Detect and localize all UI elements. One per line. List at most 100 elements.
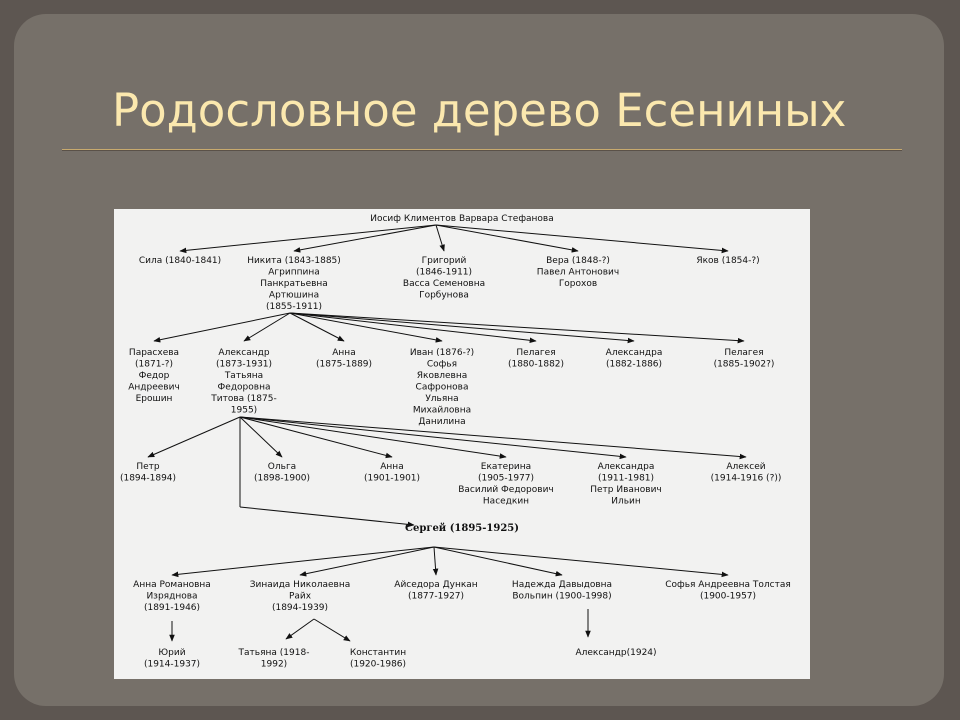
- edge-root-child: [435, 224, 445, 252]
- person-gen5-1-line: 1992): [261, 660, 287, 670]
- person-gen1-1-line: Агриппина: [268, 268, 319, 278]
- edge-sergey-partner: [171, 546, 435, 578]
- person-sergey-line: Сергей (1895-1925): [405, 523, 519, 534]
- person-gen3-5-line: (1914-1916 (?)): [711, 474, 782, 484]
- person-gen1-3-line: Павел Антонович: [537, 268, 619, 278]
- person-gen2-1-line: Титова (1875-: [210, 394, 276, 404]
- person-gen5-3: Александр(1924): [575, 648, 656, 658]
- person-gen5-3-line: Александр(1924): [575, 648, 656, 658]
- person-gen2-6-line: Пелагея: [724, 348, 763, 358]
- person-gen1-1-line: Артюшина: [269, 291, 319, 301]
- person-gen1-2-line: (1846-1911): [416, 268, 472, 278]
- person-gen4-2-line: Айседора Дункан: [394, 580, 478, 590]
- person-gen1-4: Яков (1854-?): [696, 256, 759, 266]
- person-gen2-3-line: Сафронова: [416, 383, 469, 393]
- person-gen4-4: Софья Андреевна Толстая(1900-1957): [665, 580, 791, 602]
- edge-root-child: [293, 224, 437, 253]
- person-gen3-1-line: (1898-1900): [254, 474, 310, 484]
- person-gen2-4-line: (1880-1882): [508, 360, 564, 370]
- person-gen3-5-line: Алексей: [726, 462, 765, 472]
- person-gen1-1-line: Никита (1843-1885): [247, 256, 341, 266]
- edge-alexander-child: [239, 416, 507, 459]
- person-gen4-0-line: (1891-1946): [144, 603, 200, 613]
- person-gen4-0-line: Анна Романовна: [133, 580, 211, 590]
- person-gen1-2-line: Григорий: [422, 256, 467, 266]
- person-gen3-3-line: (1905-1977): [478, 474, 534, 484]
- person-root-line: Иосиф Климентов Варвара Стефанова: [370, 214, 554, 224]
- person-gen2-1-line: Татьяна: [224, 371, 263, 381]
- person-gen5-1: Татьяна (1918-1992): [238, 648, 310, 670]
- person-gen3-3: Екатерина (1905-1977)Василий ФедоровичНас…: [458, 462, 554, 507]
- person-gen4-2-line: (1877-1927): [408, 592, 464, 602]
- person-gen4-1-line: Райх: [289, 592, 312, 602]
- person-gen2-2-line: (1875-1889): [316, 360, 372, 370]
- person-gen5-2-line: (1920-1986): [350, 660, 406, 670]
- person-gen1-4-line: Яков (1854-?): [696, 256, 759, 266]
- person-gen5-2-line: Константин: [350, 648, 406, 658]
- person-gen2-0-line: (1871-?): [135, 360, 173, 370]
- edge-alexander-child: [239, 416, 283, 458]
- person-gen1-1-line: (1855-1911): [266, 302, 322, 312]
- person-gen3-2-line: (1901-1901): [364, 474, 420, 484]
- person-gen3-2: Анна(1901-1901): [364, 462, 420, 484]
- edge-alexander-child: [147, 416, 241, 458]
- edge-nikita-child: [289, 312, 443, 343]
- person-gen2-3-line: Иван (1876-?): [410, 348, 474, 358]
- person-gen5-0-line: (1914-1937): [144, 660, 200, 670]
- person-gen2-0-line: Парасхева: [129, 348, 179, 358]
- person-gen3-3-line: Екатерина: [481, 462, 531, 472]
- person-gen3-3-line: Василий Федорович: [458, 485, 554, 495]
- edge-alexander-child: [239, 416, 627, 460]
- person-gen2-3-line: Данилина: [418, 417, 465, 427]
- person-gen3-4-line: (1911-1981): [598, 474, 654, 484]
- person-gen2-2: Анна (1875-1889): [316, 348, 372, 370]
- person-gen2-3: Иван (1876-?) СофьяЯковлевнаСафроноваУлья…: [410, 348, 474, 427]
- edge-alexander-child: [239, 416, 747, 460]
- person-gen3-4-line: Петр Иванович: [590, 485, 662, 495]
- person-gen1-2: Григорий(1846-1911)Васса СеменовнаГорбун…: [403, 256, 485, 301]
- person-gen4-2: Айседора Дункан (1877-1927): [394, 580, 478, 602]
- person-gen3-0-line: Петр: [136, 462, 160, 472]
- person-gen3-4-line: Александра: [598, 462, 655, 472]
- edge-nikita-child: [153, 312, 291, 343]
- person-gen5-2: Константин (1920-1986): [350, 648, 406, 670]
- person-gen2-0-line: Ерошин: [136, 394, 173, 404]
- edge-root-child: [435, 224, 579, 253]
- edge-alexander-child: [239, 416, 393, 459]
- person-gen2-3-line: Ульяна: [425, 394, 458, 404]
- edge-alexander-sergey: [239, 506, 415, 528]
- person-gen3-3-line: Наседкин: [483, 497, 529, 507]
- title-divider: [62, 149, 902, 151]
- person-gen2-3-line: Софья: [427, 360, 457, 370]
- person-gen2-2-line: Анна: [332, 348, 355, 358]
- person-gen2-6: Пелагея(1885-1902?): [714, 348, 775, 370]
- person-gen3-0-line: (1894-1894): [120, 474, 176, 484]
- person-gen2-4: Пелагея(1880-1882): [508, 348, 564, 370]
- person-gen5-0-line: Юрий: [158, 648, 185, 658]
- person-gen1-0-line: Сила (1840-1841): [139, 256, 221, 266]
- edge-root-child: [435, 224, 729, 254]
- person-gen2-0-line: Федор: [139, 371, 170, 381]
- slide-title: Родословное дерево Есениных: [112, 84, 847, 137]
- person-gen2-3-line: Яковлевна: [417, 371, 468, 381]
- person-gen4-4-line: (1900-1957): [700, 592, 756, 602]
- person-gen3-1-line: Ольга: [268, 462, 296, 472]
- edge-sergey-partner: [432, 546, 439, 576]
- edge-sergey-partner: [433, 546, 563, 577]
- person-gen4-1-line: Зинаида Николаевна: [250, 580, 351, 590]
- person-gen4-1-line: (1894-1939): [272, 603, 328, 613]
- edge-nikita-child: [289, 312, 345, 342]
- person-gen2-5: Александра(1882-1886): [606, 348, 663, 370]
- person-gen2-1: Александр(1873-1931)ТатьянаФедоровнаТито…: [210, 348, 276, 416]
- person-gen1-0: Сила (1840-1841): [139, 256, 221, 266]
- edge-sergey-partner: [433, 546, 729, 578]
- edge-nikita-child: [243, 312, 291, 342]
